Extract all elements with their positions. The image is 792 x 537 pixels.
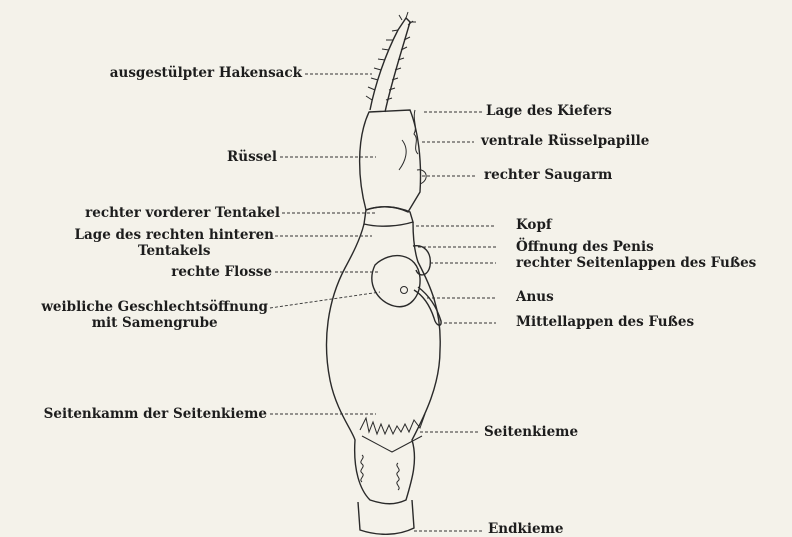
label-anus: Anus	[516, 289, 554, 305]
trunk	[326, 222, 440, 504]
label-rechter-saugarm: rechter Saugarm	[484, 167, 612, 183]
label-rechter-vorderer-tentakel: rechter vorderer Tentakel	[85, 205, 280, 221]
label-seitenkieme: Seitenkieme	[484, 424, 578, 440]
label-lage-des-kiefers: Lage des Kiefers	[486, 103, 612, 119]
label-ruessel: Rüssel	[227, 149, 277, 165]
leader-lines	[270, 74, 496, 531]
label-rechter-seitenlappen: rechter Seitenlappen des Fußes	[516, 255, 756, 271]
label-ausgestuelpter-hakensack: ausgestülpter Hakensack	[110, 65, 302, 81]
label-rechte-flosse: rechte Flosse	[171, 264, 272, 280]
label-mittellappen: Mittellappen des Fußes	[516, 314, 694, 330]
proboscis	[360, 110, 427, 212]
label-lage-hinterer-tentakel: Lage des rechten hinteren Tentakels	[75, 227, 274, 259]
label-kopf: Kopf	[516, 217, 552, 233]
head	[364, 207, 413, 226]
label-oeffnung-des-penis: Öffnung des Penis	[516, 239, 654, 255]
label-endkieme: Endkieme	[488, 521, 564, 537]
label-seitenkamm: Seitenkamm der Seitenkieme	[44, 406, 267, 422]
label-ventrale-ruesselpapille: ventrale Rüsselpapille	[481, 133, 649, 149]
label-weibliche-geschlechtsoeffnung: weibliche Geschlechtsöffnung mit Samengr…	[41, 299, 268, 331]
hook-sac	[366, 12, 416, 112]
fin	[372, 256, 420, 307]
